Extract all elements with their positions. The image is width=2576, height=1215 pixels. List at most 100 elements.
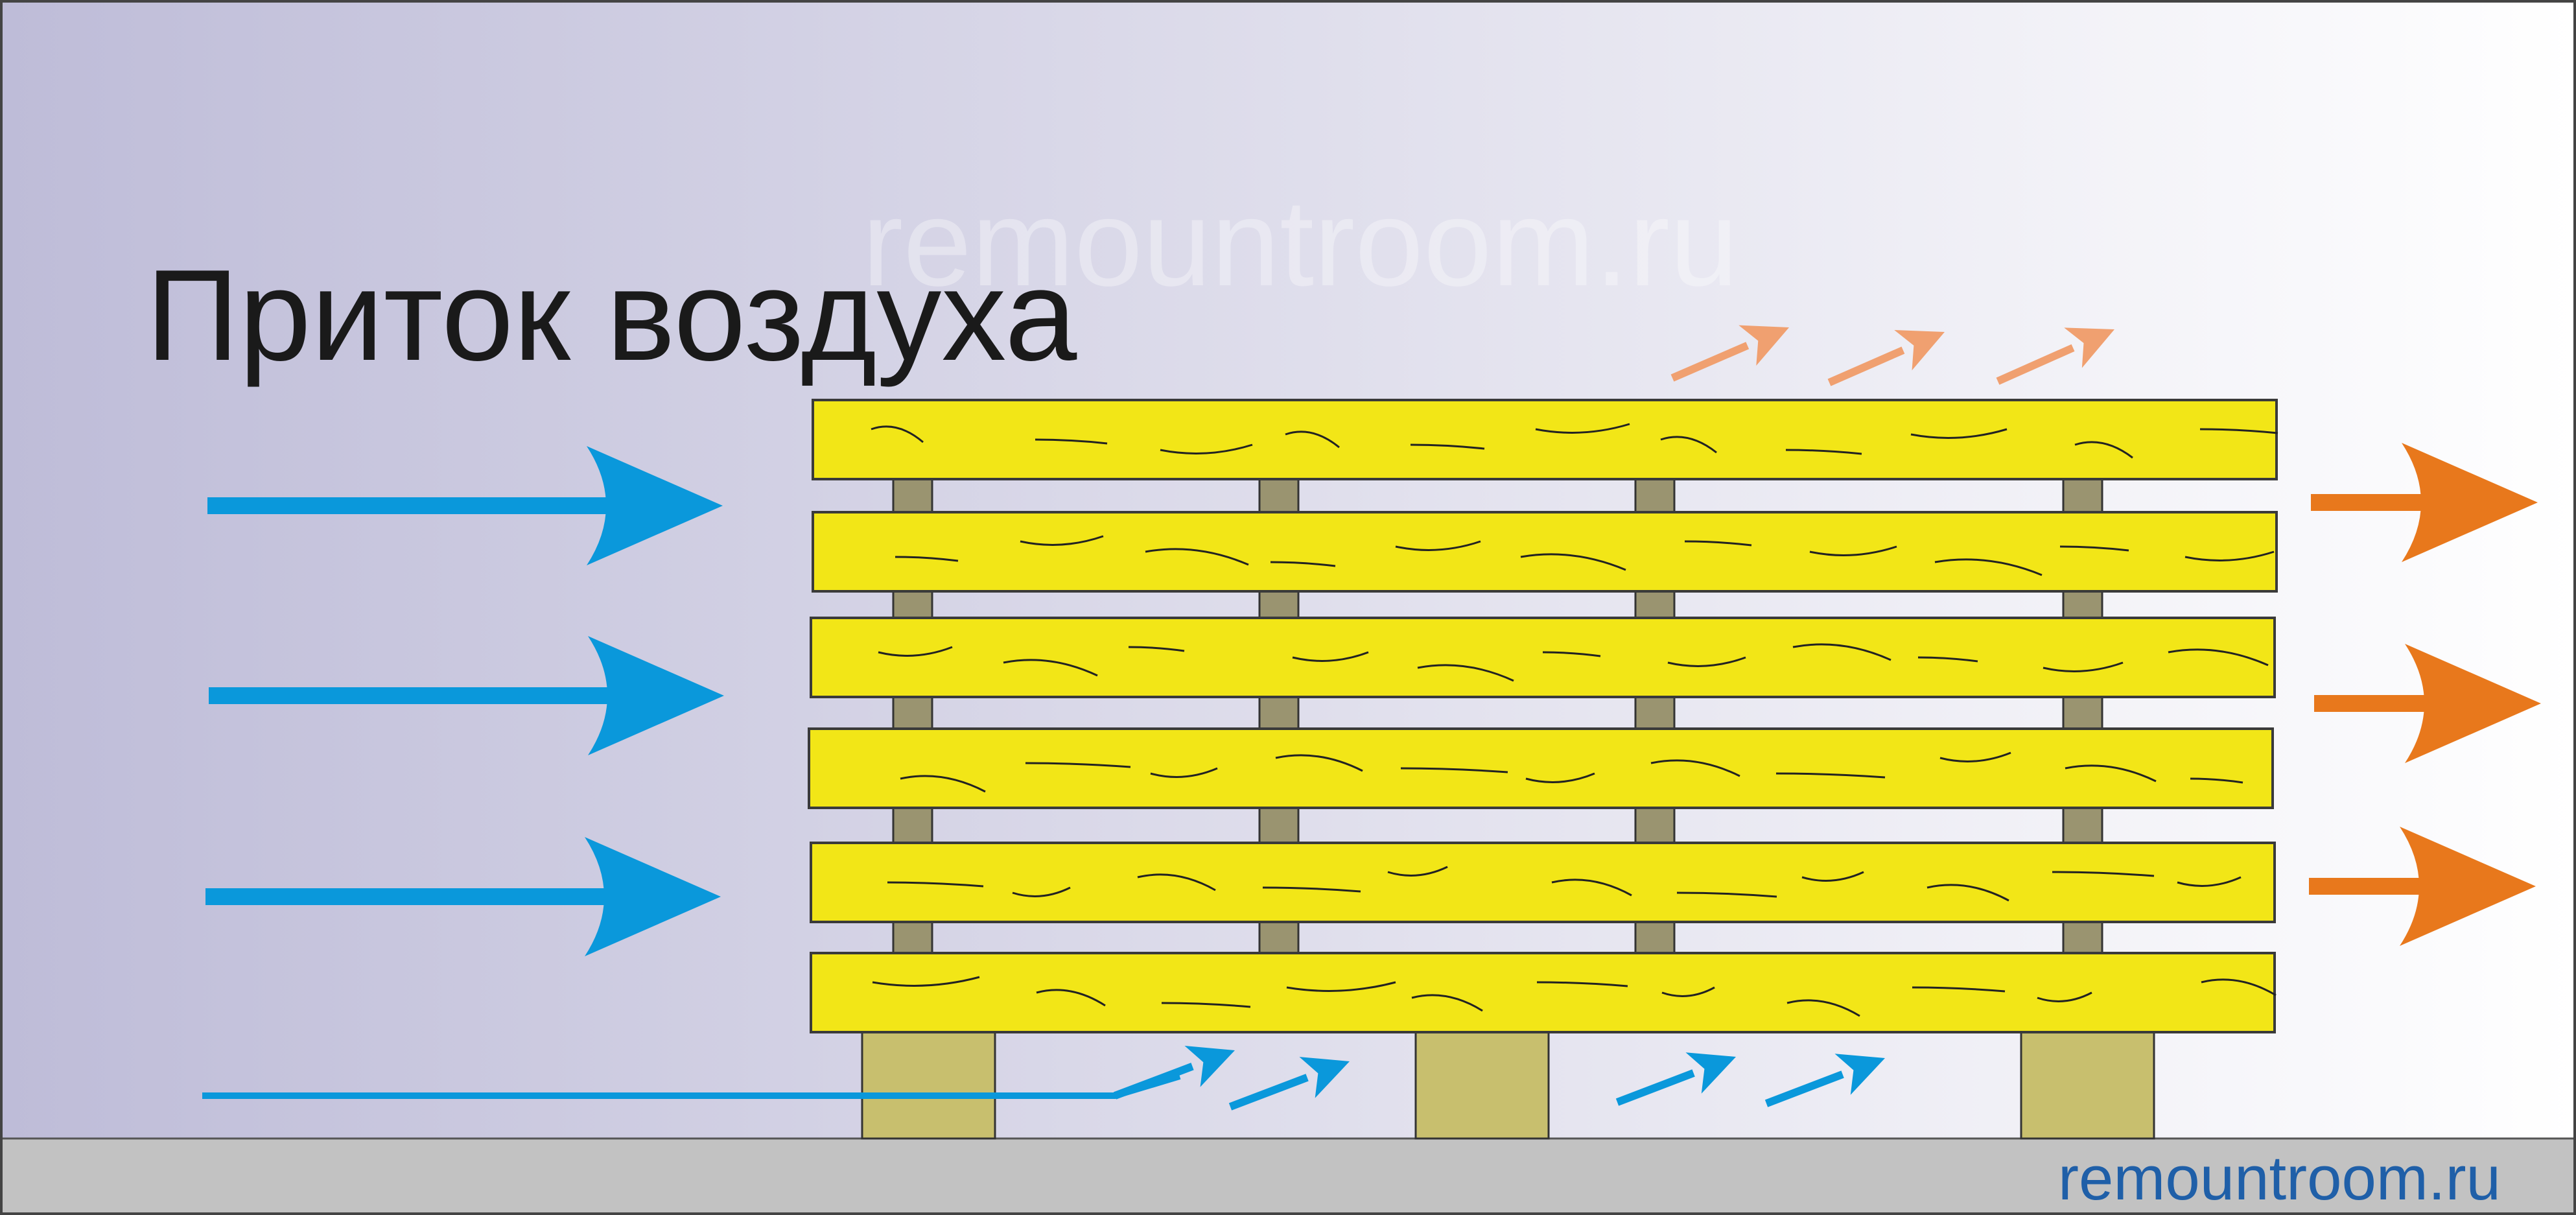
grain-line [2037, 991, 2092, 1002]
grain-line [1792, 643, 1891, 661]
spacer [892, 921, 933, 954]
grain-line [2184, 550, 2275, 561]
spacer [2062, 478, 2103, 513]
diagram-title: Приток воздуха [146, 243, 1077, 388]
grain-line [1285, 431, 1340, 449]
grain-line [900, 775, 986, 793]
support-blocks [861, 1031, 2155, 1140]
grain-line [1395, 540, 1481, 551]
grain-line [1160, 443, 1253, 454]
spacer [892, 807, 933, 844]
board [808, 727, 2274, 809]
spacer [2062, 696, 2103, 730]
arrow-up-right-icon [1996, 327, 2114, 385]
spacer [1258, 921, 1300, 954]
arrow-right-icon [2314, 644, 2541, 763]
grain-line [1411, 994, 1483, 1012]
arrow-up-right-icon [1113, 1045, 1235, 1100]
grain-line [887, 881, 984, 888]
grain-line [2043, 661, 2124, 672]
grain-line [1286, 981, 1396, 992]
grain-line [2059, 545, 2129, 552]
grain-line [2199, 428, 2278, 434]
underflow-arrows [202, 1045, 1885, 1111]
grain-line [1003, 659, 1098, 677]
grain-line [1036, 989, 1106, 1007]
grain-line [1786, 999, 1860, 1017]
spacer [1634, 478, 1676, 513]
spacer [1258, 590, 1300, 619]
grain-line [1801, 871, 1864, 882]
grain-line [895, 556, 959, 562]
grain-line [1270, 561, 1336, 567]
grain-line [872, 976, 980, 987]
grain-line [1917, 656, 1978, 663]
board [812, 511, 2278, 593]
arrow-up-right-icon [1764, 1054, 1885, 1107]
arrow-right-icon [209, 636, 724, 755]
grain-line [1650, 759, 1740, 777]
grain-line [1536, 981, 1628, 987]
grain-line [1542, 651, 1601, 657]
grain-line [1809, 545, 1897, 556]
grain-line [1926, 884, 2009, 902]
arrow-up-right-icon [1827, 329, 1945, 386]
grain-line [1035, 438, 1108, 445]
spacer [2062, 590, 2103, 619]
grain-line [2074, 441, 2133, 459]
spacer [892, 478, 933, 513]
ground [0, 1137, 2576, 1215]
spacers [892, 478, 2103, 954]
grain-line [878, 646, 953, 657]
spacer [2062, 921, 2103, 954]
footer-brand: remountroom.ru [2058, 1144, 2501, 1213]
grain-line [1025, 762, 1131, 768]
grain-line [1785, 449, 1862, 455]
wood-grain [871, 423, 2278, 1017]
grain-line [1262, 886, 1361, 893]
spacer [2062, 807, 2103, 844]
grain-line [1934, 558, 2043, 576]
spacer [1258, 478, 1300, 513]
grain-line [1150, 767, 1218, 778]
grain-line [1520, 553, 1626, 571]
rising-arrows [1670, 325, 2114, 386]
grain-line [1292, 651, 1369, 662]
arrow-right-icon [2309, 827, 2536, 946]
grain-line [1012, 886, 1071, 897]
watermark: remountroom.ru [862, 174, 1739, 312]
arrow-up-right-icon [1228, 1057, 1350, 1111]
board [810, 842, 2276, 923]
spacer [892, 696, 933, 730]
grain-line [1535, 423, 1630, 434]
grain-line [1525, 772, 1595, 783]
grain-line [2201, 978, 2277, 997]
grain-line [2168, 648, 2269, 666]
grain-line [1775, 772, 1886, 779]
grain-line [2190, 777, 2243, 784]
grain-line [1137, 873, 1216, 891]
spacer [1634, 921, 1676, 954]
spacer [1634, 590, 1676, 619]
grain-line [1128, 646, 1185, 652]
grain-line [1676, 891, 1777, 898]
grain-line [2177, 876, 2242, 887]
support-block [1414, 1031, 1550, 1140]
grain-line [1684, 540, 1752, 547]
arrow-right-icon [2311, 443, 2538, 562]
spacer [1634, 807, 1676, 844]
spacer [1258, 696, 1300, 730]
arrow-right-icon [207, 446, 723, 565]
grain-line [1387, 866, 1448, 877]
arrow-right-icon [205, 837, 721, 956]
arrow-up-right-icon [1615, 1052, 1736, 1106]
grain-line [1667, 656, 1746, 667]
spacer [892, 590, 933, 619]
grain-line [1020, 535, 1104, 546]
grain-line [1400, 767, 1508, 773]
board [810, 617, 2276, 698]
inflow-arrows [205, 446, 724, 956]
